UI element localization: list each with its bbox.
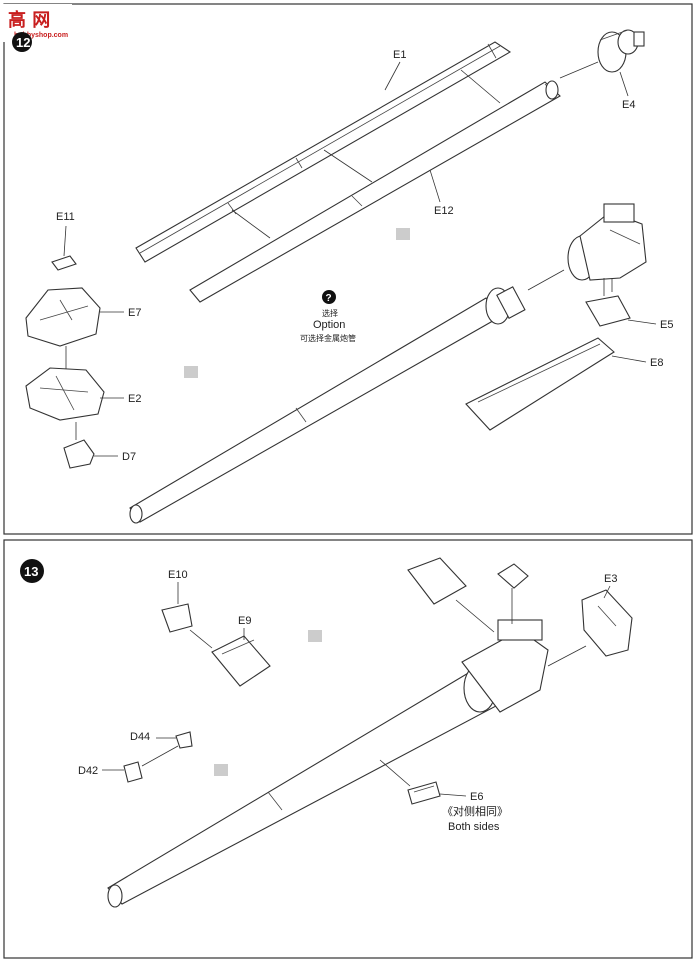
part-d42 <box>123 761 143 783</box>
step13-number: 13 <box>24 564 38 579</box>
label-e5: E5 <box>660 319 673 331</box>
part-e10 <box>161 603 193 633</box>
part-e4-breech-ring <box>597 29 645 73</box>
label-d42: D42 <box>78 765 98 777</box>
watermark-text: 高 网 <box>8 9 50 31</box>
label-e8: E8 <box>650 357 663 369</box>
label-d7: D7 <box>122 451 136 463</box>
label-e10: E10 <box>168 569 188 581</box>
watermark-sub: hobbyshop.com <box>14 32 68 39</box>
assembled-barrel-step12 <box>129 286 526 524</box>
part-e11 <box>51 255 77 271</box>
part-bracket-top <box>407 557 467 605</box>
part-d44 <box>175 731 193 749</box>
step12-number: 12 <box>16 35 30 50</box>
part-e8-trough <box>465 337 615 431</box>
halftone-mark-3 <box>308 630 322 642</box>
option-note: 可选择金属炮管 <box>300 333 356 343</box>
step12-badge: 12 <box>12 32 32 52</box>
watermark-logo: 高 网 hobbyshop.com <box>2 4 72 42</box>
both-sides-zh: 《对侧相同》 <box>442 804 508 818</box>
part-e9 <box>211 635 271 687</box>
option-icon <box>322 290 336 304</box>
part-bracket-small <box>497 563 529 589</box>
halftone-mark-2 <box>184 366 198 378</box>
halftone-mark-1 <box>396 228 410 240</box>
option-icon-glyph: ? <box>326 293 332 304</box>
assembled-barrel-step13 <box>107 619 549 908</box>
halftone-mark-4 <box>214 764 228 776</box>
option-callout: ? 选择 Option 可选择金属炮管 <box>300 290 356 343</box>
part-e7-cradle-top <box>25 287 101 347</box>
part-d7 <box>63 439 95 469</box>
part-e6 <box>407 781 441 805</box>
step13-frame <box>3 539 693 959</box>
step13-badge: 13 <box>20 559 44 583</box>
both-sides-en: Both sides <box>448 821 500 833</box>
label-d44: D44 <box>130 731 150 743</box>
part-e3 <box>581 589 633 657</box>
label-e2: E2 <box>128 393 141 405</box>
step12-frame <box>3 3 693 535</box>
label-e6: E6 <box>470 791 483 803</box>
option-zh: 选择 <box>322 308 338 318</box>
part-e5 <box>585 295 631 327</box>
label-e1: E1 <box>393 49 406 61</box>
label-e4: E4 <box>622 99 635 111</box>
option-en: Option <box>313 319 345 331</box>
part-e12-barrel-half <box>189 80 561 303</box>
part-breech-assembly <box>567 203 647 281</box>
label-e3: E3 <box>604 573 617 585</box>
label-e12: E12 <box>434 205 454 217</box>
label-e11: E11 <box>56 211 75 223</box>
label-e9: E9 <box>238 615 251 627</box>
label-e7: E7 <box>128 307 141 319</box>
part-e2-cradle-bottom <box>25 367 105 421</box>
